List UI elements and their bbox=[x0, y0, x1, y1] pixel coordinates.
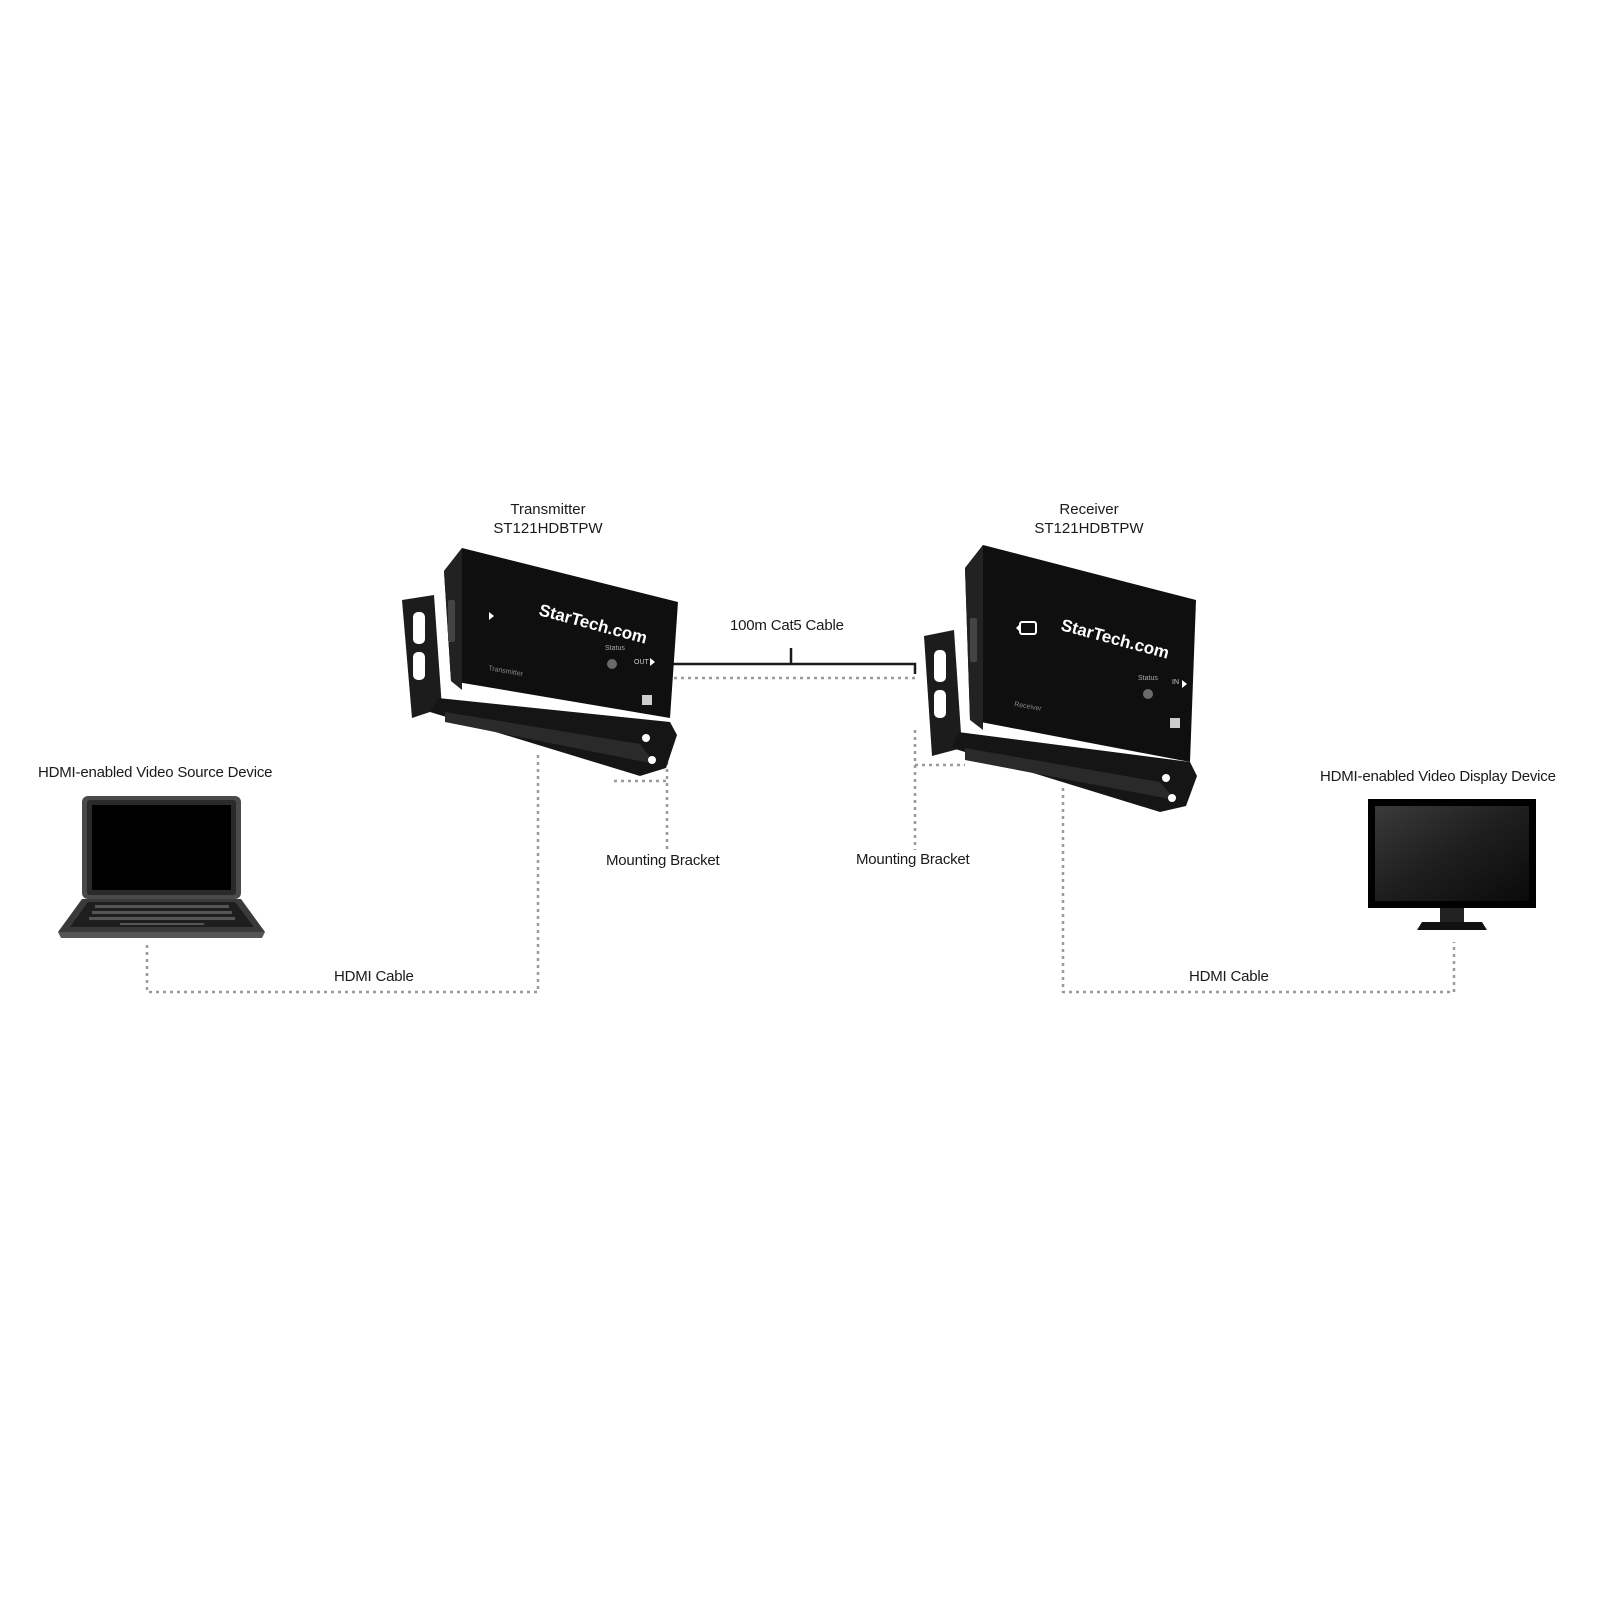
hdmi-cable-right-label: HDMI Cable bbox=[1189, 968, 1269, 985]
rx-mounting-bracket-label: Mounting Bracket bbox=[856, 851, 970, 868]
rx-bracket-pointer bbox=[913, 730, 965, 850]
receiver-title: Receiver ST121HDBTPW bbox=[989, 500, 1189, 538]
tx-bracket-pointer bbox=[614, 748, 669, 852]
receiver-name: Receiver bbox=[1059, 501, 1119, 518]
tx-mounting-bracket-label: Mounting Bracket bbox=[606, 852, 720, 869]
receiver-device: StarTech.com Status IN Receiver bbox=[924, 545, 1197, 812]
monitor-icon bbox=[1368, 799, 1536, 930]
cat5-bracket bbox=[665, 648, 917, 674]
receiver-model: ST121HDBTPW bbox=[1034, 520, 1144, 537]
hdmi-cable-left-label: HDMI Cable bbox=[334, 968, 414, 985]
display-device-label: HDMI-enabled Video Display Device bbox=[1320, 768, 1556, 785]
transmitter-model: ST121HDBTPW bbox=[493, 520, 603, 537]
transmitter-name: Transmitter bbox=[510, 501, 586, 518]
hdmi-cable-left-line bbox=[145, 752, 540, 994]
rx-panel-label: Receiver bbox=[1014, 701, 1043, 713]
tx-out-label: OUT bbox=[634, 659, 650, 666]
cat5-cable-label: 100m Cat5 Cable bbox=[730, 617, 844, 634]
dotted-connectors bbox=[145, 676, 1456, 994]
laptop-icon bbox=[58, 796, 265, 938]
rx-in-label: IN bbox=[1172, 679, 1179, 686]
transmitter-title: Transmitter ST121HDBTPW bbox=[448, 500, 648, 538]
source-device-label: HDMI-enabled Video Source Device bbox=[38, 764, 273, 781]
transmitter-device: StarTech.com Status OUT Transmitter bbox=[402, 548, 678, 776]
tx-status-label: Status bbox=[605, 645, 625, 652]
rx-status-label: Status bbox=[1138, 675, 1158, 682]
hdmi-cable-right-line bbox=[1061, 788, 1456, 994]
